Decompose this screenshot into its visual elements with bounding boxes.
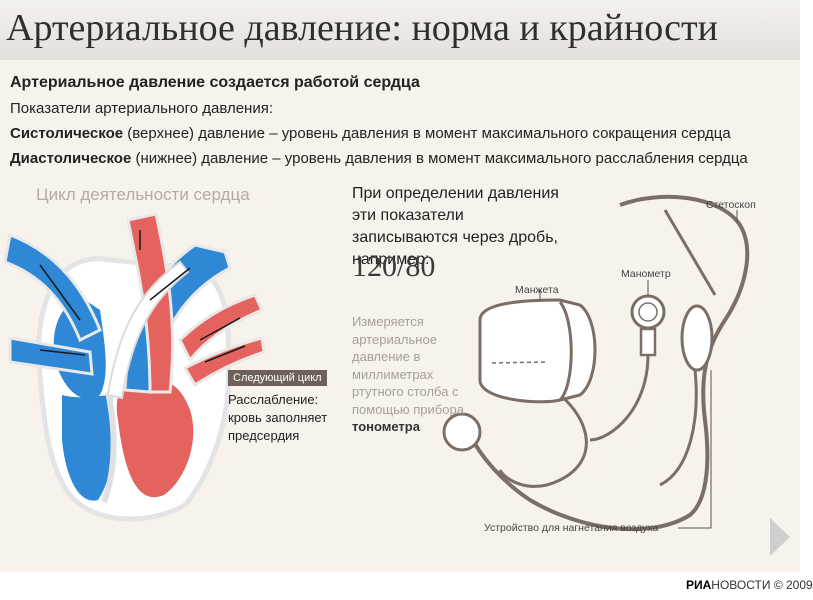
measurement-text: При определении давления эти показатели … <box>352 185 559 268</box>
pointer-line <box>678 370 712 529</box>
blood-flow-arrow <box>199 317 241 341</box>
cuff-dash <box>491 361 549 364</box>
brand-rest: НОВОСТИ <box>711 578 771 592</box>
diastolic-term: Диастолическое <box>10 150 132 167</box>
blood-flow-arrow <box>149 267 191 301</box>
footer-credit: РИАНОВОСТИ © 2009 <box>686 578 813 592</box>
blood-flow-arrow <box>39 264 81 321</box>
blood-flow-arrow <box>39 349 86 356</box>
blood-flow-arrow <box>204 345 246 363</box>
pump-tube <box>659 369 698 487</box>
page-title: Артериальное давление: норма и крайности <box>0 0 800 60</box>
cuff-tube <box>498 393 588 488</box>
cuff-label: Манжета <box>515 284 559 296</box>
inferior-vena-cava <box>8 336 94 376</box>
septum <box>101 391 117 504</box>
systolic-definition: Систолическое (верхнее) давление – урове… <box>10 125 731 142</box>
cuff-body <box>478 298 597 404</box>
systolic-text: (верхнее) давление – уровень давления в … <box>123 125 731 142</box>
manometer-tube <box>589 354 650 442</box>
indicators-label: Показатели артериального давления: <box>10 100 273 117</box>
systolic-term: Систолическое <box>10 125 124 142</box>
pressure-example: 120/80 <box>352 250 436 283</box>
left-ventricle <box>116 375 194 498</box>
stethoscope-tube <box>468 194 750 532</box>
next-cycle-badge: Следующий цикл <box>228 370 327 386</box>
brand-bold: РИА <box>686 578 712 592</box>
pulmonary-veins <box>178 293 265 363</box>
relaxation-caption: Расслабление: кровь заполняет предсердия <box>228 392 328 443</box>
heart-cycle-title: Цикл деятельности сердца <box>36 185 250 204</box>
pulmonary-veins-lower <box>182 336 266 388</box>
white-vessel <box>106 260 190 400</box>
stethoscope-label: Стетоскоп <box>706 199 756 211</box>
pump-label: Устройство для нагнетания воздуха <box>484 522 659 534</box>
manometer-dial-inner <box>638 302 658 322</box>
manometer-stem <box>639 327 657 357</box>
right-ventricle <box>62 395 115 501</box>
diastolic-definition: Диастолическое (нижнее) давление – урове… <box>10 150 748 167</box>
measured-description: Измеряется артериальное давление в милли… <box>352 314 464 417</box>
measured-text: Измеряется артериальное давление в милли… <box>352 313 472 436</box>
air-pump-bulb <box>680 304 714 372</box>
intro-heading: Артериальное давление создается работой … <box>10 74 420 91</box>
stethoscope-tube-inner <box>663 209 717 296</box>
heart-diagram <box>3 212 266 522</box>
tonometer-diagram <box>442 194 750 532</box>
device-name: тонометра <box>352 419 420 434</box>
copyright: © 2009 <box>773 578 813 592</box>
next-slide-arrow-icon <box>770 518 790 556</box>
stethoscope-chest-piece <box>442 412 482 452</box>
cuff-opening <box>558 301 573 402</box>
manometer-label: Манометр <box>621 268 671 280</box>
diastolic-text: (нижнее) давление – уровень давления в м… <box>131 150 748 167</box>
